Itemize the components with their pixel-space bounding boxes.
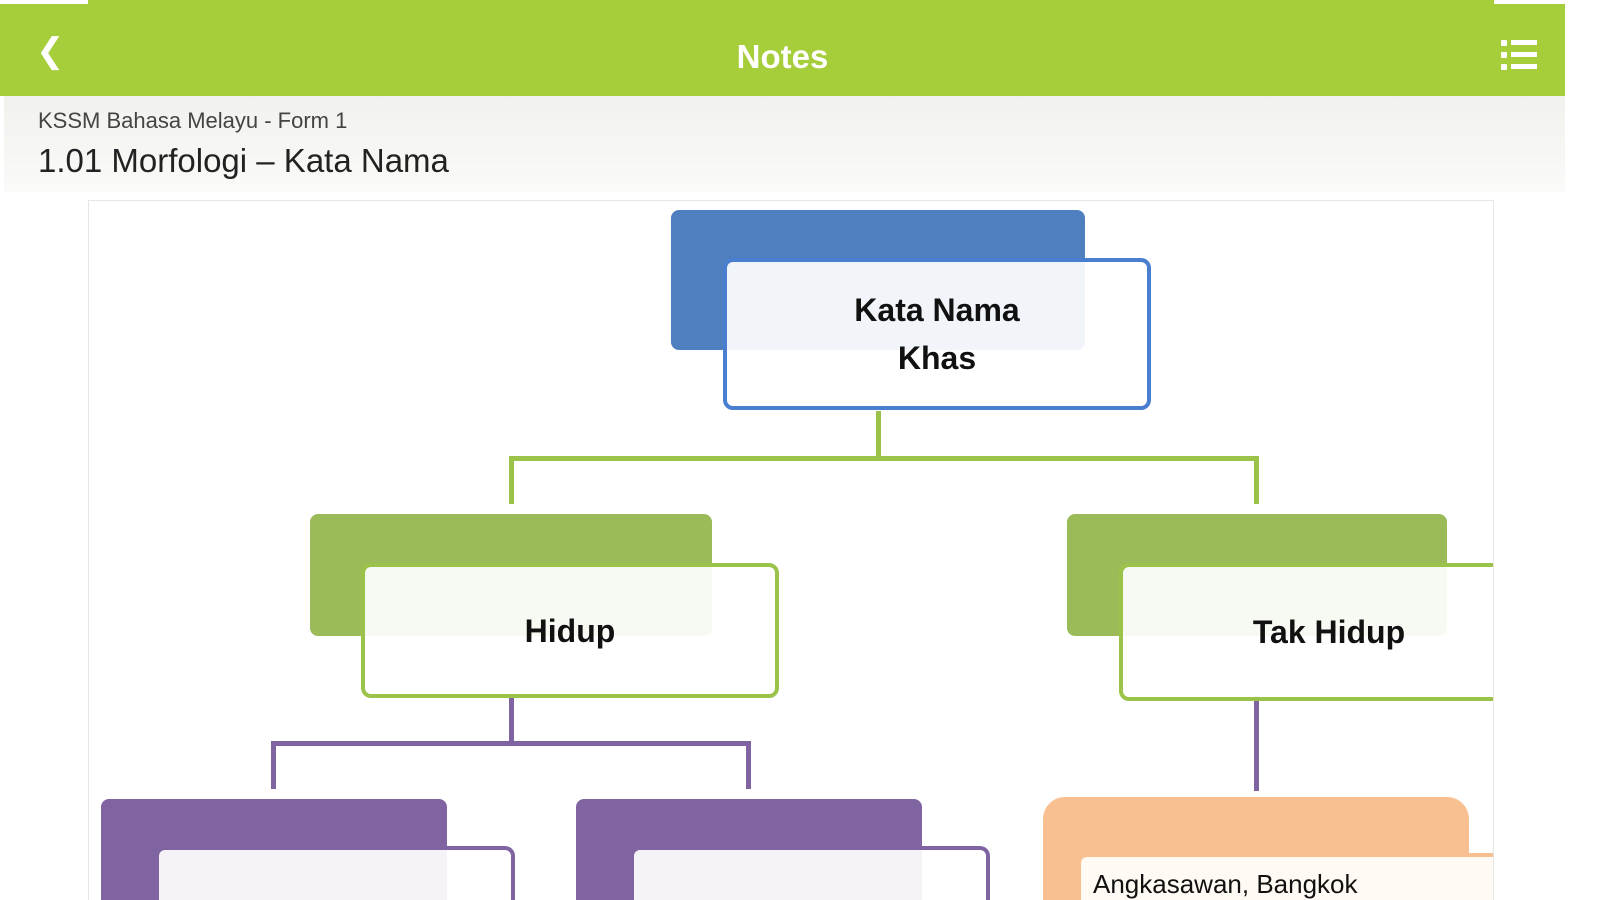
purple-node-1[interactable] <box>155 846 515 900</box>
connector <box>271 741 276 789</box>
connector <box>509 696 514 744</box>
connector <box>1254 696 1259 791</box>
connector <box>876 411 881 459</box>
connector <box>1254 456 1259 504</box>
nav-header: ❮ Notes <box>0 4 1565 96</box>
node-tak-hidup-label: Tak Hidup <box>1252 614 1406 650</box>
orange-node-label: Angkasawan, Bangkok <box>1093 869 1358 899</box>
node-tak-hidup[interactable]: Tak Hidup <box>1119 563 1493 701</box>
root-node-label: Kata Nama Khas <box>854 292 1020 376</box>
node-hidup[interactable]: Hidup <box>361 563 779 698</box>
connector <box>746 741 751 789</box>
lesson-info: KSSM Bahasa Melayu - Form 1 1.01 Morfolo… <box>4 96 1565 192</box>
connector <box>271 741 751 746</box>
connector <box>509 456 514 504</box>
orange-node[interactable]: Angkasawan, Bangkok <box>1077 853 1493 900</box>
node-hidup-label: Hidup <box>524 612 616 649</box>
root-node[interactable]: Kata Nama Khas <box>723 258 1151 410</box>
page-title: Notes <box>736 38 829 75</box>
lesson-title: 1.01 Morfologi – Kata Nama <box>38 142 449 179</box>
previous-page-strip <box>88 0 1494 6</box>
purple-node-2[interactable] <box>630 846 990 900</box>
course-name: KSSM Bahasa Melayu - Form 1 <box>38 108 348 133</box>
connector <box>509 456 1259 461</box>
chevron-left-icon[interactable]: ❮ <box>36 32 65 70</box>
notes-diagram: Kata Nama Khas Hidup Tak Hidup Angkasawa… <box>88 200 1494 900</box>
list-icon[interactable] <box>1501 40 1537 70</box>
